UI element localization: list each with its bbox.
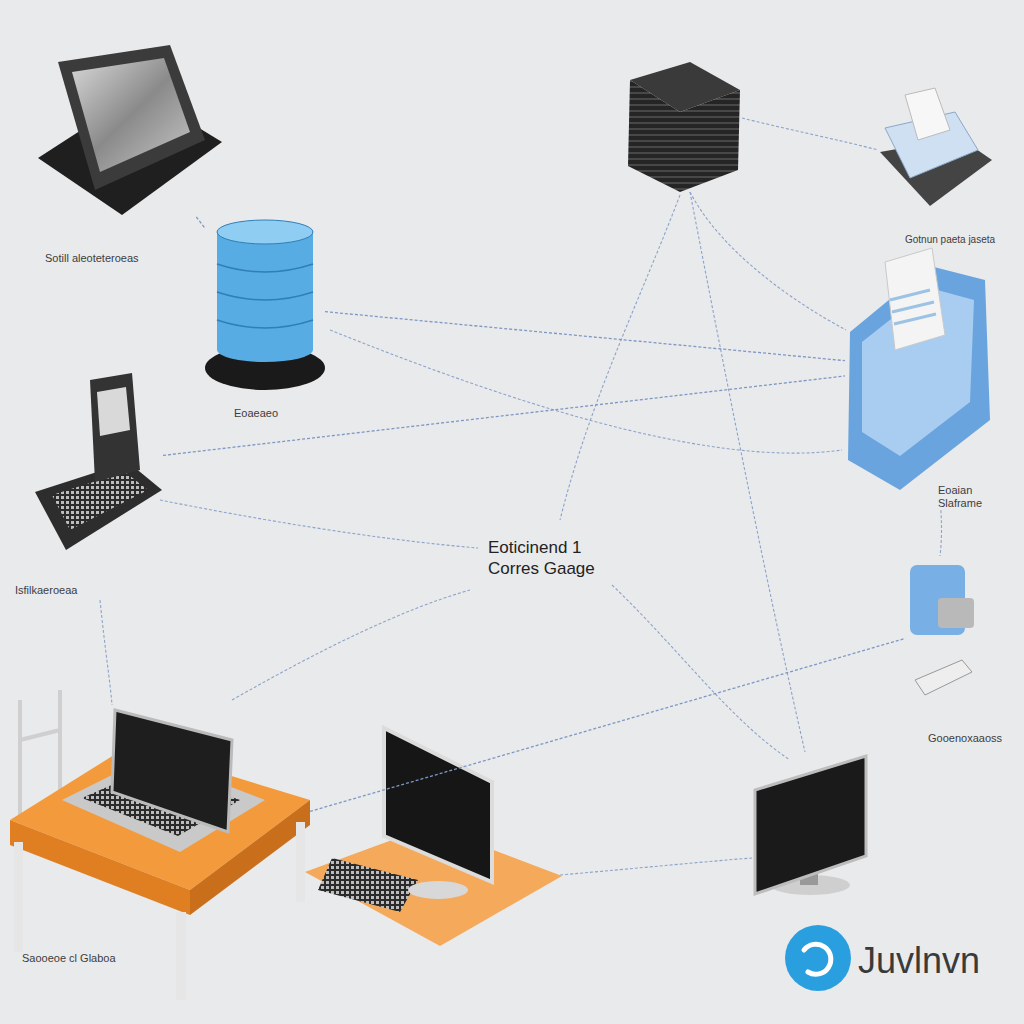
desk-leg	[296, 822, 305, 902]
terminal-icon	[35, 373, 162, 550]
device-label: Eoaeaeo	[232, 407, 280, 420]
mainframe-icon	[848, 248, 990, 490]
database-body	[217, 232, 313, 350]
wire	[690, 192, 805, 752]
device-node: Saooeoe cl Glaboa	[10, 710, 310, 1000]
logo-arc	[804, 944, 831, 974]
monitor-keyboard	[318, 858, 418, 912]
box-body	[58, 45, 205, 190]
mainframe-lines	[890, 290, 936, 324]
wire	[690, 192, 846, 330]
device-label: Gooenoxaaoss	[926, 732, 1004, 745]
server-icon	[628, 62, 740, 192]
network-link	[163, 376, 845, 455]
database-bands	[217, 264, 313, 328]
laptop-desk-icon	[10, 690, 310, 1000]
device-keyboard	[915, 660, 972, 695]
wire	[560, 858, 752, 875]
center-title: Eoticinend 1 Corres Gaage	[486, 537, 608, 580]
wire	[160, 500, 478, 548]
label-holder: Eoaeaeo	[232, 403, 322, 421]
monitor-screen	[384, 728, 492, 882]
label-holder: Sotill aleoteteroeas	[43, 248, 223, 266]
device-node: Eoaian Slaframe	[845, 245, 990, 490]
wire	[100, 600, 112, 705]
terminal-panel	[90, 373, 140, 482]
device-label: Isfilkaeroeaa	[13, 584, 79, 597]
desk-leg	[14, 842, 23, 952]
laptop-screen	[112, 710, 232, 832]
device-icon	[910, 565, 974, 695]
device-label: Gotnun paeta jaseta	[903, 234, 997, 246]
network-link	[325, 312, 845, 361]
device-node: Sotill aleoteteroeas	[38, 45, 222, 217]
wire	[612, 585, 790, 760]
monitor-screen	[755, 756, 866, 894]
server-side	[680, 90, 740, 192]
label-holder: Gooenoxaaoss	[926, 728, 1018, 746]
wire	[232, 590, 470, 700]
mainframe-paper	[885, 248, 945, 350]
printer-icon	[880, 88, 992, 206]
wire	[330, 330, 842, 453]
box-top	[72, 58, 190, 172]
device-label: Eoaian Slaframe	[936, 484, 998, 510]
desk-leg	[176, 912, 186, 1000]
device-node: Isfilkaeroeaa	[33, 373, 163, 553]
label-holder: Gotnun paeta jaseta	[903, 229, 1021, 247]
wire	[742, 118, 878, 150]
network-wires	[100, 118, 942, 875]
label-holder: Isfilkaeroeaa	[13, 580, 123, 598]
device-node: Eoaeaeo	[205, 218, 325, 394]
device-node: Gotnun paeta jaseta	[880, 85, 992, 207]
printer-paper	[905, 88, 950, 140]
device-label: Saooeoe cl Glaboa	[20, 952, 118, 965]
label-holder: Juvlnvn	[856, 938, 1016, 983]
logo-circle	[785, 925, 851, 991]
database-top	[217, 220, 313, 244]
monitor-stand	[408, 881, 468, 899]
label-holder: Eoaian Slaframe	[936, 484, 998, 511]
label-holder: Saooeoe cl Glaboa	[20, 948, 170, 966]
logo-mark	[785, 925, 851, 991]
wire	[560, 195, 680, 520]
device-node: Gooenoxaaoss	[905, 558, 977, 698]
desktop-icon	[305, 728, 562, 946]
database-icon	[205, 220, 325, 390]
device-label: Sotill aleoteteroeas	[43, 252, 141, 265]
logo-text: Juvlnvn	[856, 938, 982, 983]
database-bottom	[217, 338, 313, 362]
network-link	[196, 217, 205, 228]
terminal-screen	[97, 387, 130, 436]
storage-box-icon	[38, 45, 222, 215]
terminal-keys	[52, 472, 148, 530]
server-front	[628, 80, 680, 192]
label-holder: Eoticinend 1 Corres Gaage	[486, 537, 608, 580]
network-link	[310, 638, 905, 811]
monitor-icon	[755, 756, 866, 895]
device-knob	[938, 598, 974, 628]
